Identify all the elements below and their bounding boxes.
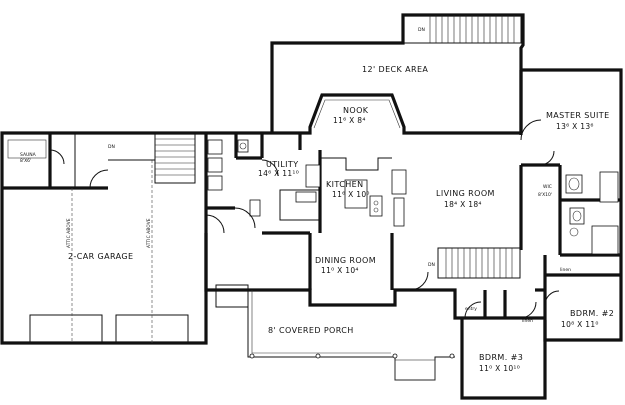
- utility-fixtures: [207, 139, 279, 229]
- exterior-walls: [0, 68, 623, 400]
- living-room-dim: 18⁴ X 18⁴: [444, 200, 482, 209]
- garage: [2, 132, 196, 344]
- kitchen-dim: 11⁶ X 10⁰: [332, 190, 370, 199]
- sauna-label: SAUNA: [20, 152, 37, 158]
- bathtub: [599, 171, 619, 203]
- master-suite-dim: 13⁶ X 13⁶: [556, 122, 594, 131]
- bdrm3-dim: 11⁰ X 10¹⁰: [479, 364, 520, 373]
- deck-stair-treads: [429, 15, 515, 43]
- bdrm2-dim: 10⁸ X 11⁰: [561, 320, 599, 329]
- kitchen-fixtures: [279, 157, 407, 227]
- living-stair: [437, 247, 521, 279]
- garage-door-left: [29, 314, 103, 344]
- sauna-bench: [7, 139, 47, 159]
- nook-dim: 11⁶ X 8⁴: [333, 116, 366, 125]
- deck-area: [270, 13, 525, 135]
- bdrm3-label: BDRM. #3: [479, 353, 523, 362]
- attic-above-left: ATTIC ABOVE: [66, 218, 71, 248]
- garage-label: 2-CAR GARAGE: [68, 252, 133, 261]
- wic-dim: 8'X10': [538, 192, 552, 198]
- entry-label: entry: [465, 306, 477, 312]
- sauna-dim: 8'X6': [20, 158, 31, 164]
- nook-label: NOOK: [343, 106, 369, 115]
- dining-room-dim: 11⁰ X 10⁴: [321, 266, 359, 275]
- deck-stair: [402, 14, 522, 44]
- master-bath-fixtures: [520, 119, 619, 255]
- master-suite-label: MASTER SUITE: [546, 111, 610, 120]
- bedroom-doors: [205, 214, 560, 319]
- dn-garage-label: DN: [108, 144, 115, 150]
- porch-label: 8' COVERED PORCH: [268, 326, 354, 335]
- utility-dim: 14⁶ X 11¹⁰: [258, 169, 299, 178]
- living-room-label: LIVING ROOM: [436, 189, 495, 198]
- garage-stair: [154, 132, 196, 184]
- linen2-label: linen: [522, 318, 533, 324]
- kitchen-label: KITCHEN: [326, 180, 363, 189]
- dining-room-label: DINING ROOM: [315, 256, 376, 265]
- garage-door-right: [115, 314, 189, 344]
- interior-walls: [204, 133, 621, 320]
- garage-stair-treads: [155, 138, 195, 176]
- fridge: [391, 169, 407, 195]
- covered-porch: [215, 284, 455, 381]
- linen-label: linen: [560, 267, 571, 273]
- deck-label: 12' DECK AREA: [362, 65, 428, 74]
- dn-deck-label: DN: [418, 27, 425, 33]
- wic-label: WIC: [543, 184, 552, 190]
- nook-bay: [313, 99, 401, 129]
- range: [369, 195, 383, 217]
- utility-label: UTILITY: [266, 160, 299, 169]
- attic-above-right: ATTIC ABOVE: [146, 218, 151, 248]
- dn-living-label: DN: [428, 262, 435, 268]
- bdrm2-label: BDRM. #2: [570, 309, 614, 318]
